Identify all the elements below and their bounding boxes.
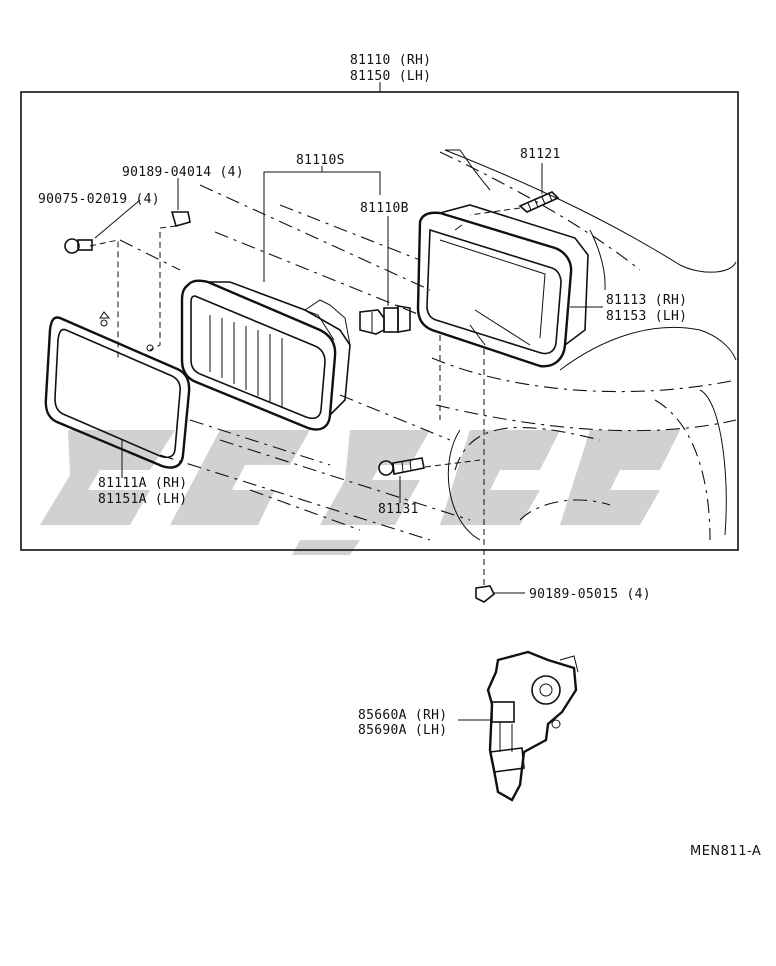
assembly-label-rh: 81110 (RH) <box>350 53 431 68</box>
label-85660a-rh: 85660A (RH) <box>358 708 447 723</box>
dashed-leaders <box>89 207 521 585</box>
assembly-frame <box>20 91 739 551</box>
label-81153-lh: 81153 (LH) <box>606 309 687 324</box>
vehicle-body-outline <box>431 149 737 541</box>
watermark-logo <box>40 430 680 555</box>
screw-90075-part <box>64 238 93 254</box>
label-90189-04014: 90189-04014 (4) <box>122 165 244 180</box>
label-90189-05015: 90189-05015 (4) <box>529 587 651 602</box>
bulb-part <box>359 305 411 335</box>
callout-leaders <box>94 163 603 721</box>
clip-90189-04014-part <box>170 211 191 227</box>
label-81131: 81131 <box>378 502 419 517</box>
label-90075-02019: 90075-02019 (4) <box>38 192 160 207</box>
label-81111a-rh: 81111A (RH) <box>98 476 187 491</box>
perspective-guide-lines <box>119 184 471 541</box>
headlamp-housing-part <box>416 204 589 368</box>
screw-81131-part <box>378 457 425 476</box>
screw-81121-part <box>518 191 560 213</box>
label-81151a-lh: 81151A (LH) <box>98 492 187 507</box>
sealed-beam-unit-part <box>180 279 351 431</box>
label-81113-rh: 81113 (RH) <box>606 293 687 308</box>
label-81110b: 81110B <box>360 201 409 216</box>
figure-code: MEN811-A <box>690 844 761 859</box>
label-85690a-lh: 85690A (LH) <box>358 723 447 738</box>
label-81110s: 81110S <box>296 153 345 168</box>
nut-90189-05015-part <box>475 585 496 603</box>
leveling-motor-part <box>486 650 579 802</box>
assembly-label-lh: 81150 (LH) <box>350 69 431 84</box>
label-81121: 81121 <box>520 147 561 162</box>
